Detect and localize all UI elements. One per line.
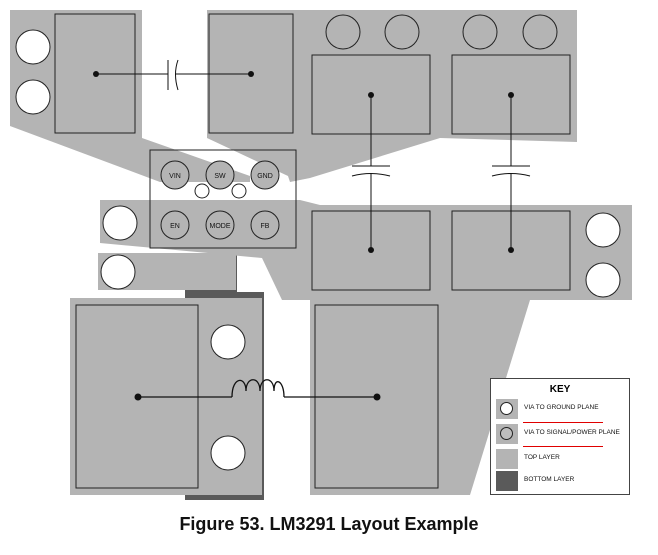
legend-label-signal-via: VIA TO SIGNAL/POWER PLANE [524, 429, 620, 436]
legend-row-top-layer: TOP LAYER [496, 449, 628, 469]
pin-label-sw: SW [214, 173, 226, 180]
ground-via-icon [500, 402, 513, 415]
pin-vin [160, 160, 190, 190]
signal-via-swatch [496, 424, 518, 444]
bottom-layer-swatch [496, 471, 518, 491]
via-ground [15, 79, 51, 115]
ic-outline [149, 149, 297, 249]
pin-label-fb: FB [261, 223, 270, 230]
pin-mode [205, 210, 235, 240]
output-capacitor-1-symbol [351, 95, 391, 250]
via-ground [585, 262, 621, 298]
legend-row-bottom-layer: BOTTOM LAYER [496, 471, 628, 491]
via-ground [210, 324, 246, 360]
via-ground [585, 212, 621, 248]
legend-label-top-layer: TOP LAYER [524, 454, 560, 461]
pin-sw [205, 160, 235, 190]
legend-label-ground-via: VIA TO GROUND PLANE [524, 404, 599, 411]
legend-label-bottom-layer: BOTTOM LAYER [524, 476, 575, 483]
legend-title: KEY [549, 384, 571, 395]
legend-row-ground-via: VIA TO GROUND PLANE [496, 399, 628, 419]
legend-row-signal-via: VIA TO SIGNAL/POWER PLANE [496, 424, 628, 444]
via-ground [210, 435, 246, 471]
ic-pins [160, 160, 280, 240]
pcb-layout-diagram: VIN SW GND EN MODE FB [10, 10, 632, 500]
via-signal [384, 14, 420, 50]
via-signal [325, 14, 361, 50]
legend-underline [523, 446, 603, 447]
pin-gnd [250, 160, 280, 190]
pin-en [160, 210, 190, 240]
via-ground [102, 205, 138, 241]
legend-key: KEY VIA TO GROUND PLANE VIA TO SIGNAL/PO… [490, 378, 630, 495]
input-capacitor-symbol [96, 59, 251, 91]
top-layer-swatch [496, 449, 518, 469]
signal-via-icon [500, 427, 513, 440]
legend-underline [523, 422, 603, 423]
figure-caption: Figure 53. LM3291 Layout Example [179, 514, 479, 534]
output-capacitor-2-symbol [491, 95, 531, 250]
pin-label-gnd: GND [257, 173, 273, 180]
pin-fb [250, 210, 280, 240]
via-ground [15, 29, 51, 65]
inductor-symbol [138, 379, 377, 398]
via-signal [462, 14, 498, 50]
ground-vias [15, 29, 621, 471]
pin-label-mode: MODE [210, 223, 231, 230]
pin-label-vin: VIN [169, 173, 181, 180]
via-signal [522, 14, 558, 50]
ic-small-vias [194, 183, 247, 199]
via-ground [100, 254, 136, 290]
pin-label-en: EN [170, 223, 180, 230]
signal-power-vias [325, 14, 558, 50]
ground-via-swatch [496, 399, 518, 419]
